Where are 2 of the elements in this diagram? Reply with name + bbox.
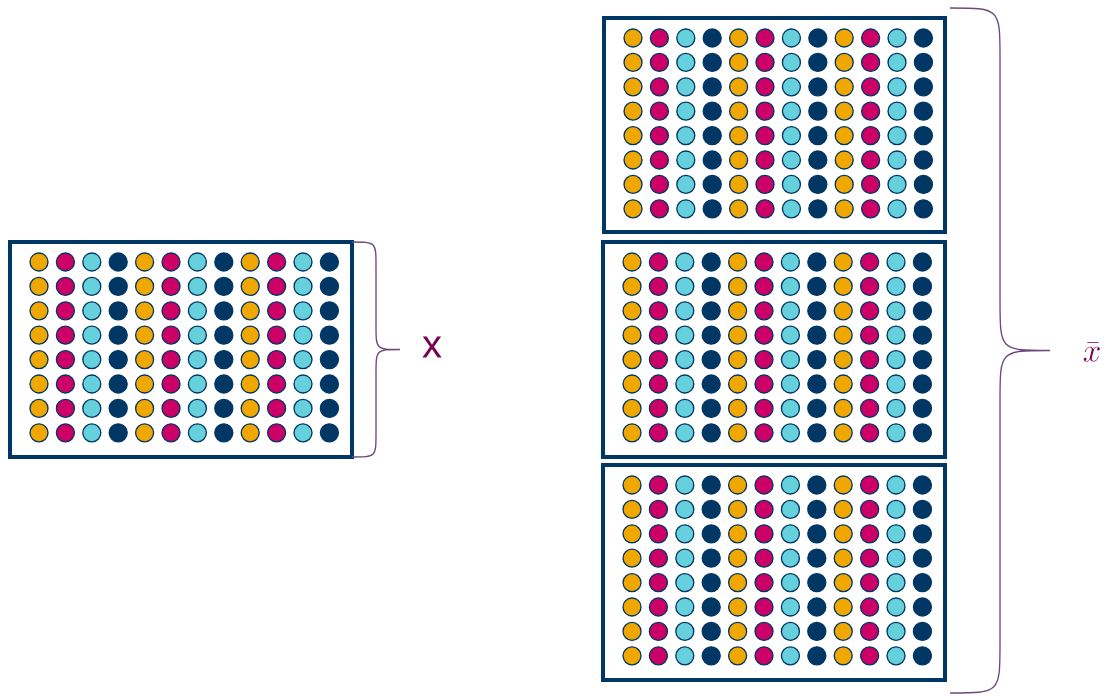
variable-label: $\bar{x}$	[1083, 342, 1100, 362]
variable-label: x	[422, 336, 442, 358]
